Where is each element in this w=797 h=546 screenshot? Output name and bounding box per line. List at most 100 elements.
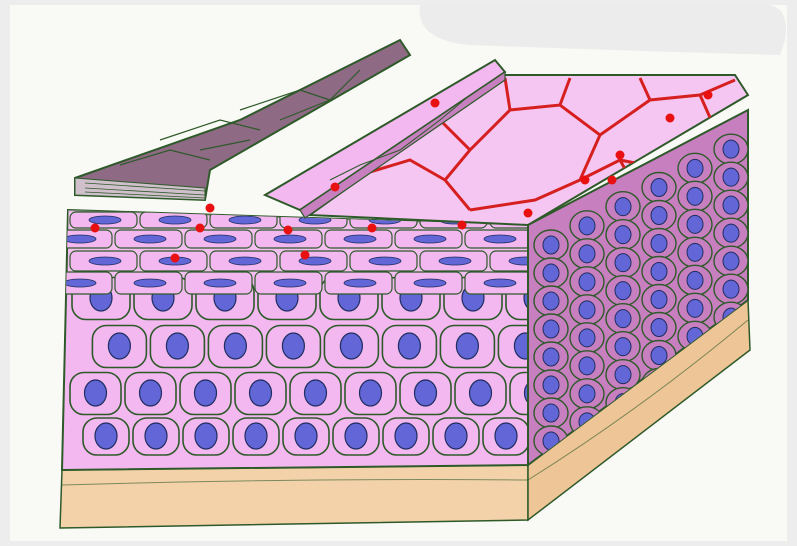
cell-nucleus (245, 423, 267, 449)
flattened-nucleus (369, 257, 401, 265)
side-nucleus (579, 245, 595, 263)
side-nucleus (579, 301, 595, 319)
cell-nucleus (395, 423, 417, 449)
side-nucleus (579, 357, 595, 375)
cell-nucleus (195, 380, 217, 406)
cell-nucleus (295, 423, 317, 449)
cell-nucleus (250, 380, 272, 406)
flattened-nucleus (134, 279, 166, 287)
cell-nucleus (345, 423, 367, 449)
cell-nucleus (456, 333, 478, 359)
side-nucleus (615, 310, 631, 328)
side-nucleus (687, 215, 703, 233)
cell-nucleus (166, 333, 188, 359)
side-nucleus (543, 236, 559, 254)
cell-nucleus (282, 333, 304, 359)
junction-dot (301, 251, 310, 260)
junction-dot (524, 209, 533, 218)
side-nucleus (579, 329, 595, 347)
side-nucleus (615, 366, 631, 384)
cell-nucleus (415, 380, 437, 406)
side-nucleus (687, 159, 703, 177)
cell-nucleus (195, 423, 217, 449)
cell-nucleus (360, 380, 382, 406)
cell-nucleus (398, 333, 420, 359)
flattened-nucleus (274, 235, 306, 243)
flattened-nucleus (89, 216, 121, 224)
cell-nucleus (305, 380, 327, 406)
cell-nucleus (340, 333, 362, 359)
flattened-nucleus (414, 279, 446, 287)
side-nucleus (543, 404, 559, 422)
junction-dot (704, 91, 713, 100)
flattened-nucleus (484, 279, 516, 287)
side-nucleus (687, 299, 703, 317)
side-nucleus (687, 271, 703, 289)
flattened-nucleus (344, 235, 376, 243)
junction-dot (206, 204, 215, 213)
side-nucleus (723, 252, 739, 270)
flattened-nucleus (159, 216, 191, 224)
side-nucleus (723, 140, 739, 158)
side-nucleus (615, 282, 631, 300)
junction-dot (458, 221, 467, 230)
side-nucleus (651, 207, 667, 225)
junction-dot (171, 254, 180, 263)
side-nucleus (651, 179, 667, 197)
junction-dot (608, 176, 617, 185)
side-nucleus (723, 224, 739, 242)
side-nucleus (615, 198, 631, 216)
side-nucleus (723, 168, 739, 186)
cell-nucleus (140, 380, 162, 406)
cell-nucleus (495, 423, 517, 449)
flattened-nucleus (134, 235, 166, 243)
cell-nucleus (95, 423, 117, 449)
side-nucleus (651, 347, 667, 365)
flattened-nucleus (414, 235, 446, 243)
cell-nucleus (108, 333, 130, 359)
cell-nucleus (470, 380, 492, 406)
junction-dot (666, 114, 675, 123)
flattened-nucleus (229, 257, 261, 265)
junction-dot (331, 183, 340, 192)
flattened-nucleus (64, 279, 96, 287)
flattened-nucleus (204, 279, 236, 287)
flattened-nucleus (484, 235, 516, 243)
side-nucleus (615, 338, 631, 356)
junction-dot (581, 176, 590, 185)
side-nucleus (543, 348, 559, 366)
flattened-nucleus (344, 279, 376, 287)
flattened-nucleus (439, 257, 471, 265)
side-nucleus (651, 235, 667, 253)
side-nucleus (543, 292, 559, 310)
cell-nucleus (85, 380, 107, 406)
side-nucleus (579, 385, 595, 403)
side-nucleus (543, 264, 559, 282)
side-nucleus (651, 319, 667, 337)
cell-nucleus (445, 423, 467, 449)
flattened-nucleus (89, 257, 121, 265)
junction-dot (616, 151, 625, 160)
side-nucleus (651, 291, 667, 309)
junction-dot (368, 224, 377, 233)
side-nucleus (687, 243, 703, 261)
flattened-nucleus (229, 216, 261, 224)
side-nucleus (651, 263, 667, 281)
side-nucleus (615, 254, 631, 272)
side-nucleus (579, 217, 595, 235)
flattened-nucleus (274, 279, 306, 287)
side-nucleus (615, 226, 631, 244)
flattened-nucleus (64, 235, 96, 243)
cell-nucleus (224, 333, 246, 359)
side-nucleus (543, 320, 559, 338)
flattened-nucleus (204, 235, 236, 243)
junction-dot (431, 99, 440, 108)
junction-dot (91, 224, 100, 233)
side-nucleus (543, 376, 559, 394)
junction-dot (196, 224, 205, 233)
side-nucleus (687, 187, 703, 205)
side-nucleus (579, 273, 595, 291)
junction-dot (284, 226, 293, 235)
